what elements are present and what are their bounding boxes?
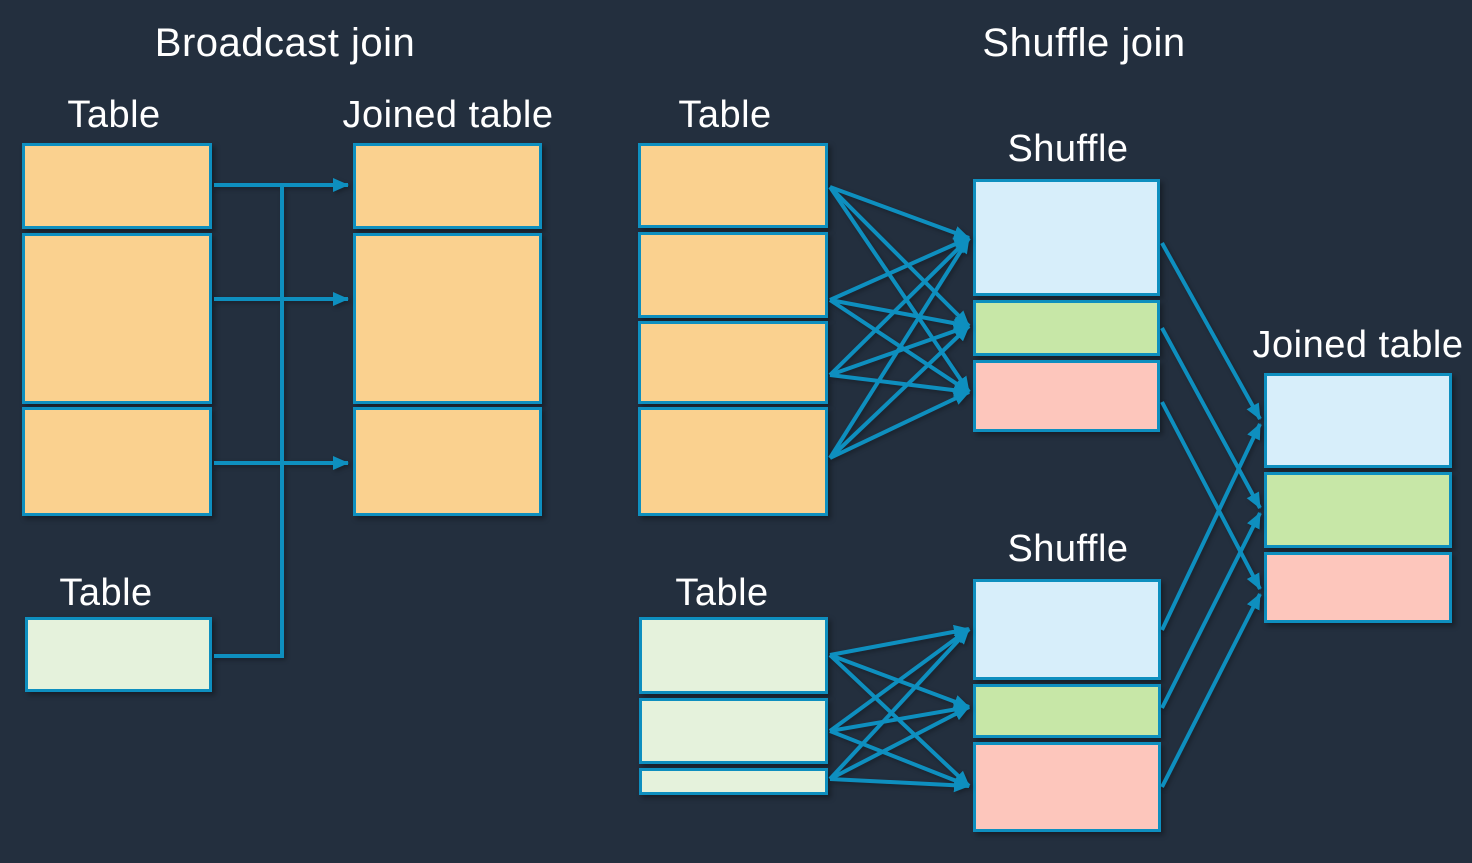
- arrow-line: [1160, 242, 1262, 420]
- shuffle-join-title: Shuffle join: [982, 21, 1186, 65]
- broadcast-arrows: [214, 178, 349, 470]
- shuffle-bottom-shuffle-label: Shuffle: [1007, 528, 1129, 570]
- broadcast-elbow-connector: [214, 185, 284, 658]
- broadcast-joined-partition-2: [353, 233, 542, 404]
- shuffle-top-bucket-blue: [973, 179, 1160, 296]
- arrow-line: [1160, 423, 1262, 631]
- arrow-line: [828, 653, 971, 788]
- arrow-line: [1160, 401, 1262, 590]
- broadcast-join-title: Broadcast join: [154, 21, 416, 65]
- shuffle-bottom-bucket-green: [973, 684, 1161, 738]
- arrow-line: [829, 324, 970, 377]
- shuffle-bottom-fan-arrows: [828, 624, 971, 793]
- elbow-line: [214, 185, 284, 658]
- shuffle-top-fan-arrows: [828, 185, 971, 460]
- shuffle-top-bucket-green: [973, 300, 1160, 356]
- arrow-line: [829, 185, 970, 240]
- arrow-line: [829, 236, 970, 302]
- broadcast-source-partition-1: [22, 143, 212, 229]
- arrow-line: [829, 729, 970, 788]
- arrow-line: [828, 298, 971, 394]
- shuffle-bottom-partition-2: [639, 698, 828, 764]
- shuffle-bottom-partition-3: [639, 768, 828, 795]
- shuffle-joined-partition-green: [1264, 472, 1452, 548]
- arrow-line: [1160, 512, 1262, 709]
- broadcast-joined-table-label: Joined table: [342, 94, 554, 136]
- arrow-line: [828, 324, 971, 460]
- arrow-line: [829, 373, 970, 398]
- arrow-line: [829, 298, 970, 331]
- broadcast-joined-partition-3: [353, 407, 542, 516]
- arrow-line: [829, 777, 970, 793]
- shuffle-top-partition-1: [638, 143, 828, 228]
- broadcast-source-partition-2: [22, 233, 212, 404]
- arrow-line: [1160, 593, 1262, 788]
- arrow-line: [1160, 327, 1262, 509]
- shuffle-to-joined-arrows: [1160, 242, 1262, 788]
- shuffle-bottom-partition-1: [639, 617, 828, 694]
- shuffle-top-partition-2: [638, 232, 828, 318]
- shuffle-bottom-bucket-pink: [973, 742, 1161, 832]
- arrow-line: [829, 390, 970, 460]
- arrow-line: [829, 705, 970, 781]
- arrow-line: [828, 185, 971, 394]
- arrow-line: [828, 627, 971, 781]
- shuffle-top-partition-3: [638, 321, 828, 404]
- arrow-line: [829, 653, 970, 709]
- broadcast-source-partition-3: [22, 407, 212, 516]
- shuffle-joined-table-label: Joined table: [1252, 324, 1464, 366]
- shuffle-joined-partition-blue: [1264, 373, 1452, 468]
- broadcast-small-table-label: Table: [59, 572, 153, 614]
- shuffle-top-partition-4: [638, 407, 828, 516]
- arrow-line: [829, 624, 970, 657]
- broadcast-source-table-label: Table: [67, 94, 161, 136]
- arrow-line: [828, 185, 971, 328]
- shuffle-top-bucket-pink: [973, 360, 1160, 432]
- arrow-line: [828, 236, 971, 460]
- arrow-line: [828, 627, 971, 733]
- shuffle-top-shuffle-label: Shuffle: [1007, 128, 1129, 170]
- arrow-line: [828, 236, 971, 377]
- shuffle-joined-partition-pink: [1264, 552, 1452, 623]
- broadcast-joined-partition-1: [353, 143, 542, 229]
- shuffle-top-table-label: Table: [678, 94, 772, 136]
- broadcast-small-table: [25, 617, 212, 692]
- shuffle-bottom-table-label: Table: [675, 572, 769, 614]
- shuffle-bottom-bucket-blue: [973, 579, 1161, 680]
- arrow-line: [829, 702, 970, 733]
